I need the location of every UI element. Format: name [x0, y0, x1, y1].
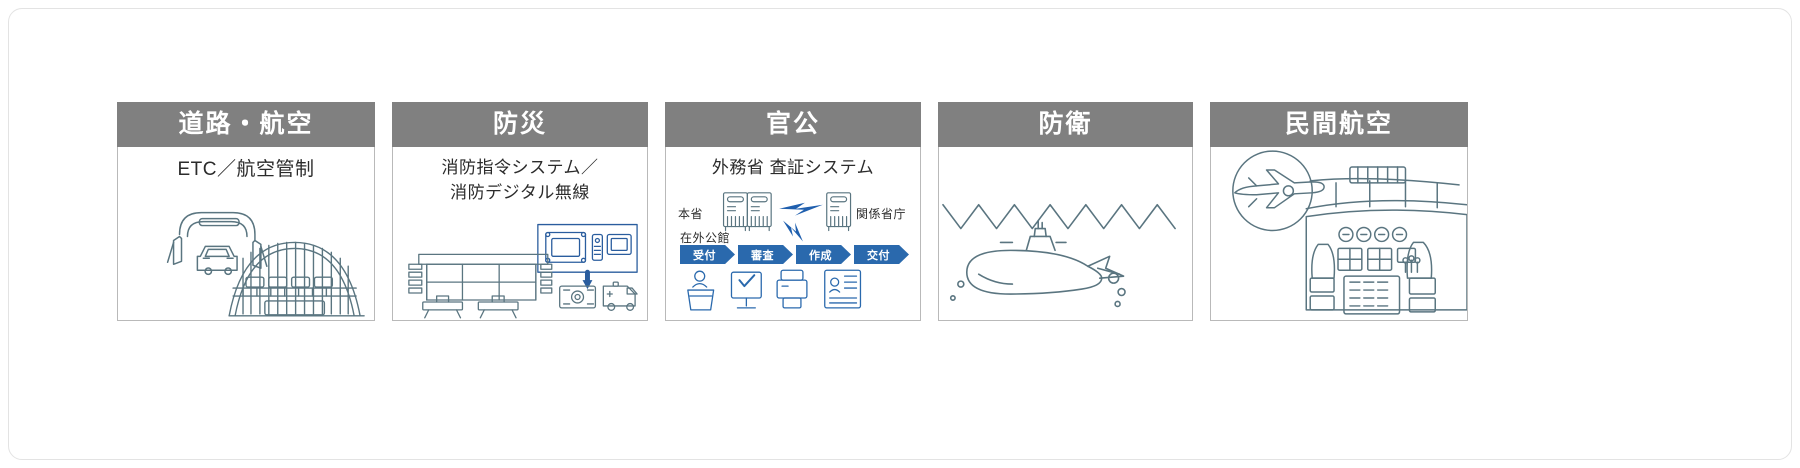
label-head-office: 本省	[678, 207, 704, 221]
workflow-step-reception[interactable]: 受付	[680, 245, 735, 264]
page-frame: 道路・航空 ETC／航空管制	[8, 8, 1792, 460]
panel-body-defense	[938, 147, 1193, 321]
panel-title-disaster-prevention: 防災	[492, 110, 547, 138]
panel-title-civil-aviation: 民間航空	[1284, 110, 1393, 138]
panel-body-road-aviation: ETC／航空管制	[117, 147, 375, 321]
panel-title-road-aviation: 道路・航空	[178, 110, 314, 138]
panel-civil-aviation[interactable]: 民間航空	[1210, 102, 1468, 321]
visa-system-workflow-illustration	[687, 192, 862, 311]
airplane-and-cockpit-illustration	[1232, 150, 1467, 315]
panel-body-civil-aviation	[1210, 147, 1468, 321]
panel-title-defense: 防衛	[1038, 110, 1093, 138]
workflow-steps: 受付 審査 作成 交付	[680, 245, 909, 264]
panel-defense[interactable]: 防衛	[938, 102, 1193, 321]
workflow-step-review[interactable]: 審査	[738, 245, 793, 264]
panel-road-aviation[interactable]: 道路・航空 ETC／航空管制	[117, 102, 375, 321]
panel-government[interactable]: 官公 外務省 査証システム	[665, 102, 921, 321]
panel-caption-disaster-prevention: 消防指令システム／ 消防デジタル無線	[441, 158, 599, 202]
submarine-underwater-illustration	[942, 203, 1176, 308]
panel-body-government: 外務省 査証システム	[665, 147, 921, 321]
label-overseas-mission: 在外公館	[680, 231, 731, 245]
panels-row: 道路・航空 ETC／航空管制	[117, 102, 1468, 321]
panel-header-disaster-prevention: 防災	[392, 102, 648, 147]
panel-header-defense: 防衛	[938, 102, 1193, 147]
panel-caption-government: 外務省 査証システム	[711, 158, 875, 177]
panel-body-disaster-prevention: 消防指令システム／ 消防デジタル無線	[392, 147, 648, 321]
fire-command-center-and-ambulance-illustration	[408, 223, 638, 319]
panel-header-civil-aviation: 民間航空	[1210, 102, 1468, 147]
label-related-ministries: 関係省庁	[856, 207, 907, 221]
panel-header-government: 官公	[665, 102, 921, 147]
workflow-step-issuance[interactable]: 交付	[854, 245, 909, 264]
panel-header-road-aviation: 道路・航空	[117, 102, 375, 147]
panel-disaster-prevention[interactable]: 防災 消防指令システム／ 消防デジタル無線	[392, 102, 648, 321]
panel-title-government: 官公	[765, 110, 820, 138]
panel-caption-road-aviation: ETC／航空管制	[177, 159, 315, 180]
toll-gate-and-bridge-illustration	[166, 211, 365, 317]
workflow-step-creation[interactable]: 作成	[796, 245, 851, 264]
